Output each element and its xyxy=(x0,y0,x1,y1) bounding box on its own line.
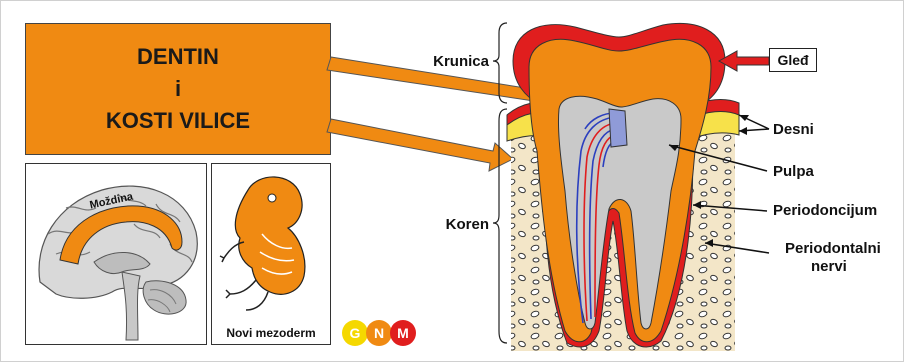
label-koren: Koren xyxy=(446,216,489,233)
label-periodoncijum: Periodoncijum xyxy=(773,202,877,219)
label-periodontalni-line2: nervi xyxy=(811,258,847,275)
label-gled: Gleđ xyxy=(769,48,817,72)
label-periodontalni-line1: Periodontalni xyxy=(785,240,881,257)
arrow-to-root xyxy=(327,119,513,171)
pulp-chamber-nerve xyxy=(609,109,627,147)
label-desni: Desni xyxy=(773,121,814,138)
label-krunica: Krunica xyxy=(433,53,490,70)
gled-arrow xyxy=(719,51,769,71)
label-pulpa: Pulpa xyxy=(773,163,814,180)
